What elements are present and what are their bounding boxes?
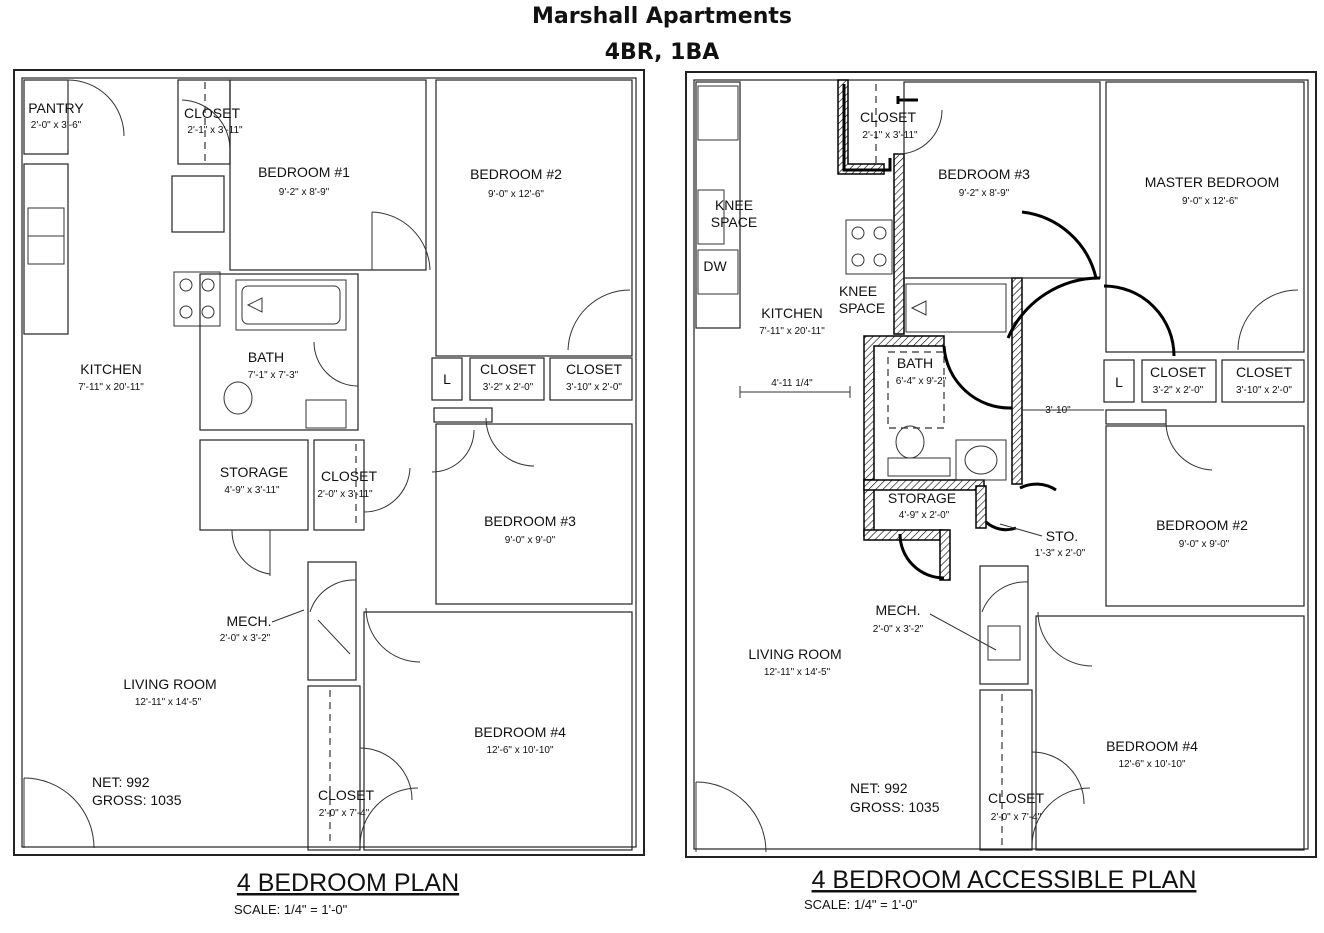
room-dim-living: 12'-11" x 14'-5"	[135, 697, 202, 708]
room-name-bedroom-4: BEDROOM #4	[1106, 738, 1198, 754]
room-dim-storage: 4'-9" x 2'-0"	[899, 510, 950, 521]
room-dim-closet: 3'-10" x 2'-0"	[1236, 385, 1292, 396]
plan-standard: PANTRY 2'-0" x 3'-6" CLOSET 2'-1" x 3'-1…	[13, 69, 645, 917]
room-dim-closet: 3'-2" x 2'-0"	[1153, 385, 1204, 396]
room-dim-bedroom-3: 9'-0" x 9'-0"	[505, 535, 556, 546]
room-dim-closet: 2'-0" x 7'-4"	[991, 812, 1042, 823]
room-dim-storage: 4'-9" x 3'-11"	[224, 485, 280, 496]
room-dim-closet: 2'-1" x 3'-11"	[187, 125, 243, 136]
room-dim-bath: 7'-1" x 7'-3"	[248, 370, 299, 381]
room-name-closet: CLOSET	[318, 787, 374, 803]
sink-icon	[697, 189, 725, 245]
net-area: NET: 992	[92, 774, 150, 790]
room-name-bedroom-1: BEDROOM #1	[258, 164, 350, 180]
room-dim-sto: 1'-3" x 2'-0"	[1035, 548, 1086, 559]
room-name-bedroom-2: BEDROOM #2	[470, 166, 562, 182]
room-name-storage: STORAGE	[220, 464, 288, 480]
room-name-mech: MECH.	[226, 613, 271, 629]
room-name-mech: MECH.	[875, 602, 920, 618]
exterior-wall	[685, 71, 1317, 858]
room-name-living: LIVING ROOM	[123, 676, 216, 692]
room-name-closet: CLOSET	[860, 109, 916, 125]
room-name-closet: CLOSET	[480, 361, 536, 377]
room-dim-bedroom-2: 9'-0" x 9'-0"	[1179, 539, 1230, 550]
room-dim-bedroom-4: 12'-6" x 10'-10"	[486, 745, 554, 756]
gross-area: GROSS: 1035	[92, 792, 182, 808]
room-dim-kitchen: 7'-11" x 20'-11"	[78, 382, 144, 393]
plan-title: 4 BEDROOM ACCESSIBLE PLAN	[812, 866, 1197, 894]
room-name-bath: BATH	[897, 355, 933, 371]
knee-space-label: SPACE	[711, 214, 757, 230]
door-swing	[1006, 276, 1101, 339]
range-icon	[845, 219, 893, 275]
room-name-closet: CLOSET	[321, 468, 377, 484]
plan-scale: SCALE: 1/4" = 1'-0"	[804, 897, 918, 912]
room-name-kitchen: KITCHEN	[80, 361, 141, 377]
room-name-bedroom-3: BEDROOM #3	[484, 513, 576, 529]
dishwasher-icon	[697, 249, 739, 295]
room-dim-master-bedroom: 9'-0" x 12'-6"	[1182, 196, 1238, 207]
room-name-master-bedroom: MASTER BEDROOM	[1145, 174, 1280, 190]
room-dim-bedroom-3: 9'-2" x 8'-9"	[959, 188, 1010, 199]
room-name-bedroom-3: BEDROOM #3	[938, 166, 1030, 182]
plan-title: 4 BEDROOM PLAN	[237, 869, 459, 897]
gross-area: GROSS: 1035	[850, 799, 940, 815]
toilet-icon	[223, 381, 253, 415]
room-name-sto: STO.	[1046, 528, 1078, 544]
knee-space-label: KNEE	[715, 197, 753, 213]
toilet-icon	[895, 425, 925, 459]
room-dim-closet: 2'-0" x 7'-4"	[319, 808, 370, 819]
bathtub-icon	[905, 283, 1007, 333]
room-name-pantry: PANTRY	[28, 100, 84, 116]
net-area: NET: 992	[850, 780, 908, 796]
linen-label: L	[443, 371, 451, 387]
room-name-kitchen: KITCHEN	[761, 305, 822, 321]
room-dim-closet: 3'-10" x 2'-0"	[566, 382, 622, 393]
room-dim-closet: 2'-1" x 3'-11"	[862, 130, 918, 141]
pantry-walls	[23, 79, 69, 155]
dimension-4-11: 4'-11 1/4"	[771, 378, 813, 389]
room-name-closet: CLOSET	[1150, 364, 1206, 380]
plan-scale: SCALE: 1/4" = 1'-0"	[234, 902, 348, 917]
bathtub-icon	[235, 279, 347, 331]
room-name-closet: CLOSET	[1236, 364, 1292, 380]
page-title: Marshall Apartments	[531, 4, 793, 29]
room-dim-mech: 2'-0" x 3'-2"	[873, 624, 924, 635]
room-dim-closet: 3'-2" x 2'-0"	[483, 382, 534, 393]
kitchen-counter	[23, 163, 69, 335]
room-dim-pantry: 2'-0" x 3'-6"	[31, 120, 82, 131]
knee-space-label: KNEE	[839, 283, 877, 299]
dishwasher-label: DW	[703, 258, 727, 274]
linen-label: L	[1115, 374, 1123, 390]
page-subtitle: 4BR, 1BA	[604, 40, 720, 65]
room-dim-mech: 2'-0" x 3'-2"	[220, 633, 271, 644]
room-dim-bedroom-2: 9'-0" x 12'-6"	[488, 189, 544, 200]
room-dim-living: 12'-11" x 14'-5"	[764, 667, 831, 678]
lavatory-icon	[955, 439, 1007, 481]
knee-space-label: SPACE	[839, 300, 885, 316]
room-dim-closet: 2'-0" x 3'-11"	[317, 489, 373, 500]
room-dim-bath: 6'-4" x 9'-2"	[896, 376, 947, 387]
room-dim-kitchen: 7'-11" x 20'-11"	[759, 326, 825, 337]
room-name-closet: CLOSET	[988, 790, 1044, 806]
dimension-3-10: 3'-10"	[1045, 405, 1071, 416]
lavatory-icon	[305, 399, 347, 429]
kitchen-counter	[695, 81, 741, 329]
room-dim-bedroom-1: 9'-2" x 8'-9"	[279, 187, 330, 198]
plan-accessible: KNEE SPACE DW KITCHEN 7'-11" x 20'-11" 4…	[685, 71, 1317, 912]
range-icon	[173, 271, 221, 327]
room-name-living: LIVING ROOM	[748, 646, 841, 662]
room-name-closet: CLOSET	[184, 105, 240, 121]
fridge-icon	[171, 175, 225, 233]
room-name-bedroom-4: BEDROOM #4	[474, 724, 566, 740]
room-name-bedroom-2: BEDROOM #2	[1156, 517, 1248, 533]
room-name-closet: CLOSET	[566, 361, 622, 377]
room-dim-bedroom-4: 12'-6" x 10'-10"	[1118, 759, 1186, 770]
room-name-bath: BATH	[248, 349, 284, 365]
room-name-storage: STORAGE	[888, 490, 956, 506]
exterior-wall	[13, 69, 645, 856]
